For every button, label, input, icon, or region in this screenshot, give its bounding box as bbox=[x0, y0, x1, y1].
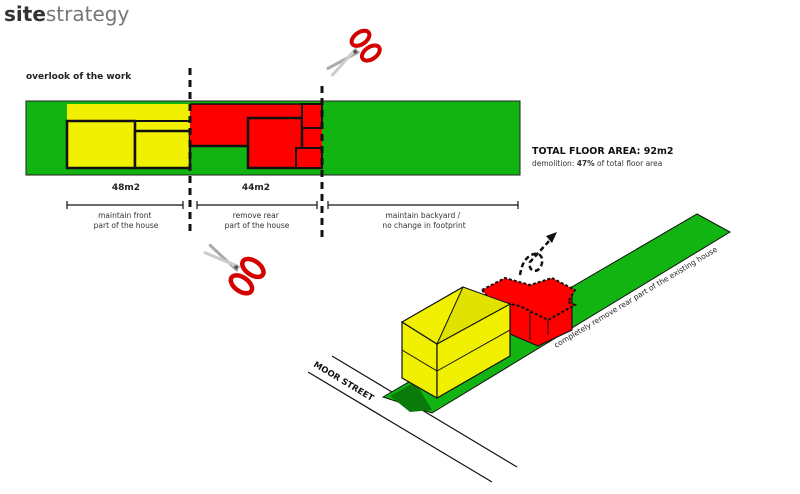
total-floor-area: TOTAL FLOOR AREA: 92m2 bbox=[532, 146, 674, 157]
plan-view: 48m2 44m2 maintain front part of the hou… bbox=[25, 68, 674, 238]
zone-rear-label: remove rear part of the house bbox=[225, 211, 290, 230]
plan-rear-walls bbox=[190, 144, 322, 170]
plan-front-room-b bbox=[133, 129, 192, 170]
plan-caption: overlook of the work bbox=[26, 72, 132, 82]
street-edge-2 bbox=[331, 355, 518, 468]
plan-rear-room-step bbox=[295, 147, 323, 169]
front-lawn bbox=[390, 382, 432, 412]
front-area-label: 48m2 bbox=[112, 183, 140, 193]
scissors-icon bbox=[326, 28, 382, 77]
zone-front-label: maintain front part of the house bbox=[94, 211, 159, 230]
page-title-bold: site bbox=[4, 2, 46, 26]
plan-rear-inner-wall bbox=[246, 116, 304, 168]
house-floor-line-side bbox=[436, 329, 511, 372]
page-title: sitestrategy bbox=[4, 2, 129, 26]
removal-arrow bbox=[518, 239, 551, 276]
arrow-head-icon bbox=[546, 232, 557, 243]
street-name: MOOR STREET bbox=[311, 360, 375, 404]
house-roof-side bbox=[435, 286, 512, 346]
isometric-view: MOOR STREET completely remove rear part … bbox=[307, 213, 732, 483]
plan-rear-area bbox=[190, 104, 322, 168]
scissors-icon bbox=[203, 243, 266, 296]
plan-rear-room-small bbox=[301, 103, 323, 129]
plan-front-room-a bbox=[65, 119, 137, 170]
rear-area-label: 44m2 bbox=[242, 183, 270, 193]
page-title-light: strategy bbox=[46, 2, 130, 26]
house-floor-line-front bbox=[401, 349, 438, 372]
street-edge-1 bbox=[307, 371, 493, 483]
demolition-note: demolition: 47% of total floor area bbox=[532, 159, 662, 168]
dimension-lines bbox=[66, 201, 519, 209]
zone-backyard-label: maintain backyard / no change in footpri… bbox=[382, 211, 465, 230]
rear-structure-top bbox=[480, 276, 578, 322]
